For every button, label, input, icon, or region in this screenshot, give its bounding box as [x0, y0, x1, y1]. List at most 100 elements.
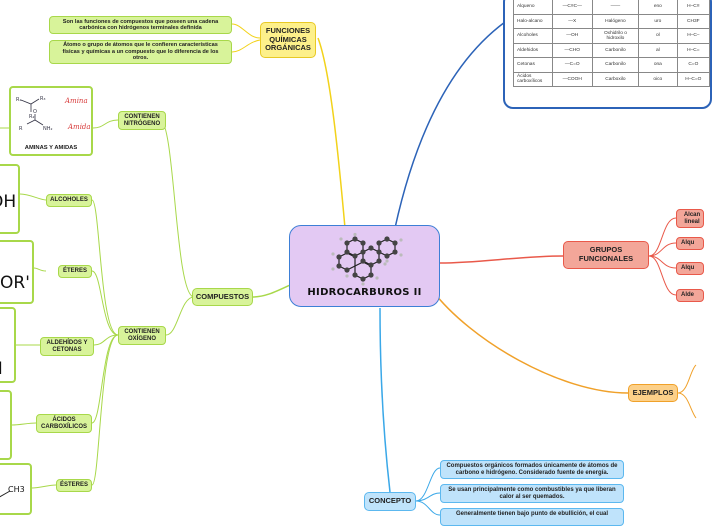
aldehido-image-card: H — [0, 307, 16, 383]
concepto-node[interactable]: CONCEPTO — [364, 492, 416, 511]
aminas-amidas-card[interactable]: R₁ R₃ R₂ O R NH₂ Amina Amida AMINAS Y AM… — [9, 86, 93, 156]
ester-formula: CH3 — [8, 485, 25, 494]
concepto-note-1-text: Compuestos orgánicos formados únicamente… — [446, 462, 618, 476]
svg-text:O: O — [33, 109, 37, 115]
grupo-item-1[interactable]: Alcan lineal — [676, 209, 704, 228]
molecule-icon — [330, 233, 403, 286]
central-topic[interactable]: HIDROCARBUROS II — [289, 225, 440, 307]
concepto-note-3[interactable]: Generalmente tienen bajo punto de ebulli… — [440, 508, 624, 526]
table-cell: Alqueno — [513, 0, 553, 15]
acidos-carboxilicos-node[interactable]: ÁCIDOS CARBOXÍLICOS — [36, 414, 92, 433]
table-cell: Halo-alcano — [513, 13, 553, 29]
grupo-item-3-label: Alqu — [681, 265, 695, 272]
compuestos-label: COMPUESTOS — [195, 291, 250, 301]
alcohol-formula: OH — [0, 192, 17, 212]
svg-text:NH₂: NH₂ — [43, 126, 53, 132]
aldehidos-cetonas-node[interactable]: ALDEHÍDOS Y CETONAS — [40, 337, 94, 356]
table-cell: Oxhidrilo o hidroxilo — [591, 28, 640, 44]
table-cell: Carbonilo — [591, 57, 640, 73]
eter-formula: OR' — [0, 273, 30, 293]
table-cell: —CHO — [551, 42, 593, 58]
compuestos-node[interactable]: COMPUESTOS — [192, 288, 253, 306]
table-cell: Carboxilo — [591, 71, 640, 87]
table-cell: H–C≡ — [676, 0, 711, 15]
funciones-note-1[interactable]: Son las funciones de compuestos que pose… — [49, 16, 232, 34]
funciones-note-2[interactable]: Átomo o grupo de átomos que le confieren… — [49, 40, 232, 64]
eter-image-card: OR' — [0, 240, 34, 304]
grupo-item-2-label: Alqu — [681, 240, 695, 247]
ejemplos-node[interactable]: EJEMPLOS — [628, 384, 678, 402]
concepto-note-3-text: Generalmente tienen bajo punto de ebulli… — [455, 511, 609, 517]
alcoholes-label: ALCOHOLES — [50, 197, 88, 204]
contienen-nitrogeno-node[interactable]: CONTIENEN NITRÓGENO — [118, 111, 166, 130]
eteres-label: ÉTERES — [62, 268, 87, 275]
grupo-item-4[interactable]: Alde — [676, 289, 704, 302]
amida-handwritten: Amida — [67, 123, 91, 131]
funciones-note-2-text: Átomo o grupo de átomos que le confieren… — [62, 42, 219, 62]
concepto-note-2-text: Se usan principalmente como combustibles… — [448, 486, 616, 500]
table-cell: —— — [591, 0, 640, 15]
table-cell: al — [638, 42, 678, 58]
table-cell: H–C= — [676, 42, 711, 58]
funciones-label: FUNCIONES QUÍMICAS ORGÁNICAS — [265, 26, 311, 53]
funciones-note-1-text: Son las funciones de compuestos que pose… — [62, 18, 219, 31]
table-cell: Carbonilo — [591, 42, 640, 58]
amine-amide-sketch: R₁ R₃ R₂ O R NH₂ Amina Amida — [16, 96, 91, 132]
connector-lines — [0, 21, 697, 516]
table-cell: —OH — [551, 28, 593, 44]
table-cell: H–C=O — [676, 71, 711, 87]
ester-bond-sketch — [0, 490, 11, 498]
eteres-node[interactable]: ÉTERES — [58, 265, 92, 278]
nitrogeno-label: CONTIENEN NITRÓGENO — [123, 113, 161, 127]
table-cell: oico — [638, 71, 678, 87]
table-cell: —C≡C— — [551, 0, 593, 15]
esteres-node[interactable]: ÉSTERES — [56, 479, 92, 492]
amina-handwritten: Amina — [64, 97, 88, 105]
grupos-label: GRUPOS FUNCIONALES — [578, 245, 634, 263]
table-cell: —C=O — [551, 57, 593, 73]
table-cell: Ácidos carboxílicos — [513, 71, 553, 87]
contienen-oxigeno-node[interactable]: CONTIENEN OXÍGENO — [118, 326, 166, 345]
table-cell: Cetonas — [513, 57, 553, 73]
concepto-label: CONCEPTO — [368, 496, 412, 506]
table-cell: Halógeno — [591, 13, 640, 29]
ejemplos-label: EJEMPLOS — [632, 387, 674, 397]
esteres-label: ÉSTERES — [59, 482, 88, 489]
grupo-item-2[interactable]: Alqu — [676, 237, 704, 250]
table-cell: Alcoholes — [513, 28, 553, 44]
concepto-note-1[interactable]: Compuestos orgánicos formados únicamente… — [440, 460, 624, 479]
grupo-item-3[interactable]: Alqu — [676, 262, 704, 275]
acido-image-card: O — [0, 390, 12, 460]
concepto-note-2[interactable]: Se usan principalmente como combustibles… — [440, 484, 624, 503]
oxigeno-label: CONTIENEN OXÍGENO — [124, 328, 160, 342]
aminas-label: AMINAS Y AMIDAS — [24, 145, 78, 151]
svg-text:R₂: R₂ — [29, 114, 34, 120]
alcohol-image-card: OH — [0, 164, 20, 234]
grupo-item-4-label: Alde — [681, 292, 695, 299]
table-cell: uro — [638, 13, 678, 29]
table-cell: CH3F — [676, 13, 711, 29]
ester-image-card: CH3 — [0, 463, 32, 515]
svg-text:R₁: R₁ — [16, 97, 21, 103]
grupo-item-1-label: Alcan lineal — [683, 211, 701, 225]
aldehidos-label: ALDEHÍDOS Y CETONAS — [46, 339, 88, 353]
alcoholes-node[interactable]: ALCOHOLES — [46, 194, 92, 207]
table-cell: H–C– — [676, 28, 711, 44]
funciones-node[interactable]: FUNCIONES QUÍMICAS ORGÁNICAS — [260, 22, 316, 58]
grupos-funcionales-node[interactable]: GRUPOS FUNCIONALES — [563, 241, 649, 269]
table-cell: ol — [638, 28, 678, 44]
svg-text:R₃: R₃ — [40, 96, 45, 102]
table-cell: —COOH — [551, 71, 593, 87]
aldehido-formula: H — [0, 359, 3, 379]
table-cell: eno — [638, 0, 678, 15]
table-cell: ona — [638, 57, 678, 73]
